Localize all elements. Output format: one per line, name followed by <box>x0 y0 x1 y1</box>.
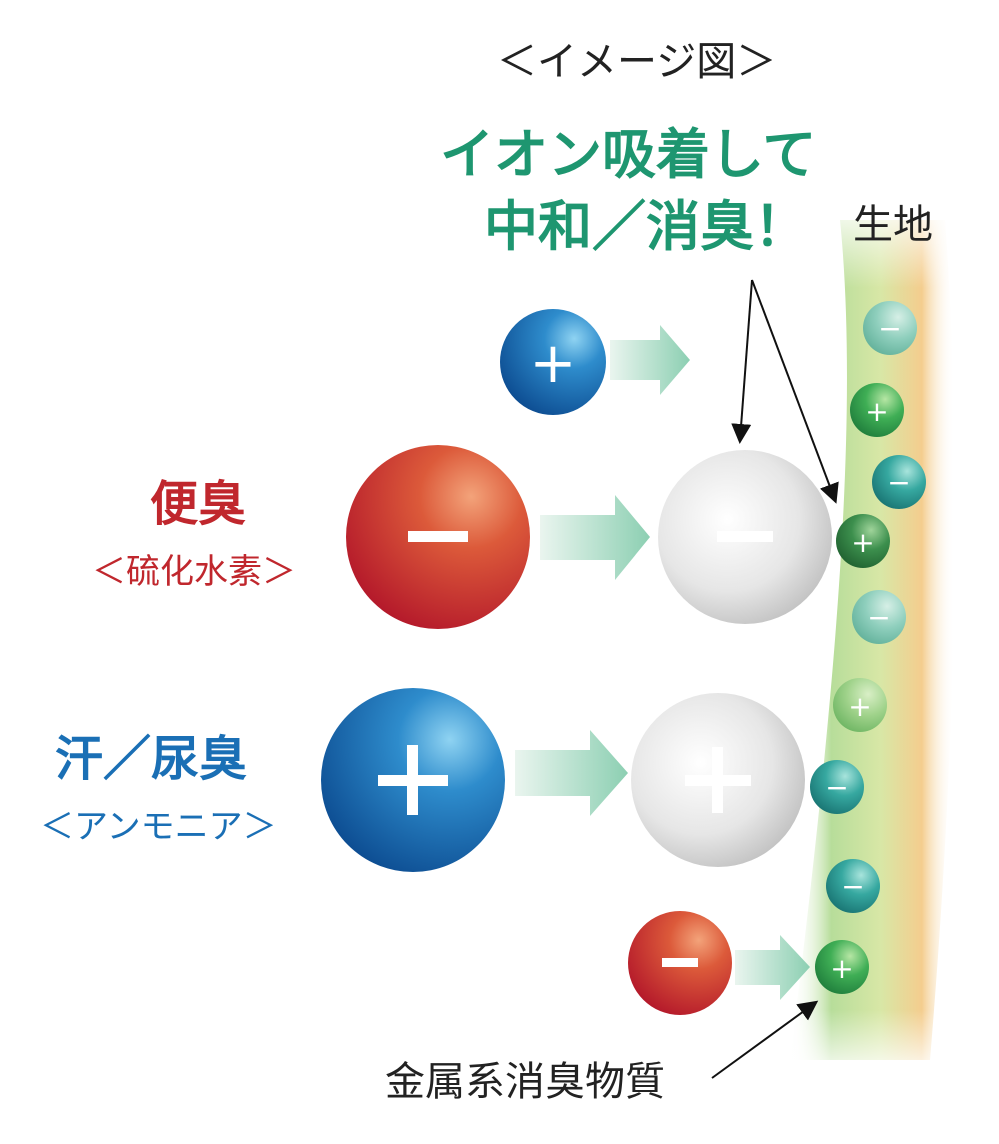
minus-sign <box>717 531 773 542</box>
small-anion-bottom <box>628 911 732 1015</box>
fecal-odor-subtitle: ＜硫化水素＞ <box>92 555 296 589</box>
svg-text:+: + <box>865 395 888 428</box>
fabric-label: 生地 <box>853 205 933 245</box>
headline-line-2: 中和／消臭！ <box>484 200 808 254</box>
svg-text:−: − <box>867 601 890 634</box>
neutralized-cation <box>631 693 805 867</box>
headline-line-1: イオン吸着して <box>440 128 816 182</box>
move-arrows <box>515 325 810 1000</box>
svg-text:−: − <box>887 466 910 499</box>
svg-text:+: + <box>851 526 874 559</box>
svg-text:−: − <box>878 312 901 345</box>
svg-text:−: − <box>841 870 864 903</box>
metal-deodorant-label: 金属系消臭物質 <box>385 1062 665 1102</box>
plus-sign: + <box>530 331 577 396</box>
svg-text:−: − <box>825 771 848 804</box>
caption: ＜イメージ図＞ <box>497 42 776 82</box>
sweat-odor-title: 汗／尿臭 <box>55 735 247 783</box>
fecal-odor-title: 便臭 <box>150 480 246 528</box>
svg-text:+: + <box>848 690 871 723</box>
sulfide-anion <box>346 445 530 629</box>
minus-sign <box>408 531 468 542</box>
small-cation-top: + <box>500 309 606 415</box>
svg-text:+: + <box>830 952 853 985</box>
sweat-odor-subtitle: ＜アンモニア＞ <box>40 810 277 844</box>
ammonia-cation <box>321 688 505 872</box>
neutralized-anion <box>658 450 832 624</box>
